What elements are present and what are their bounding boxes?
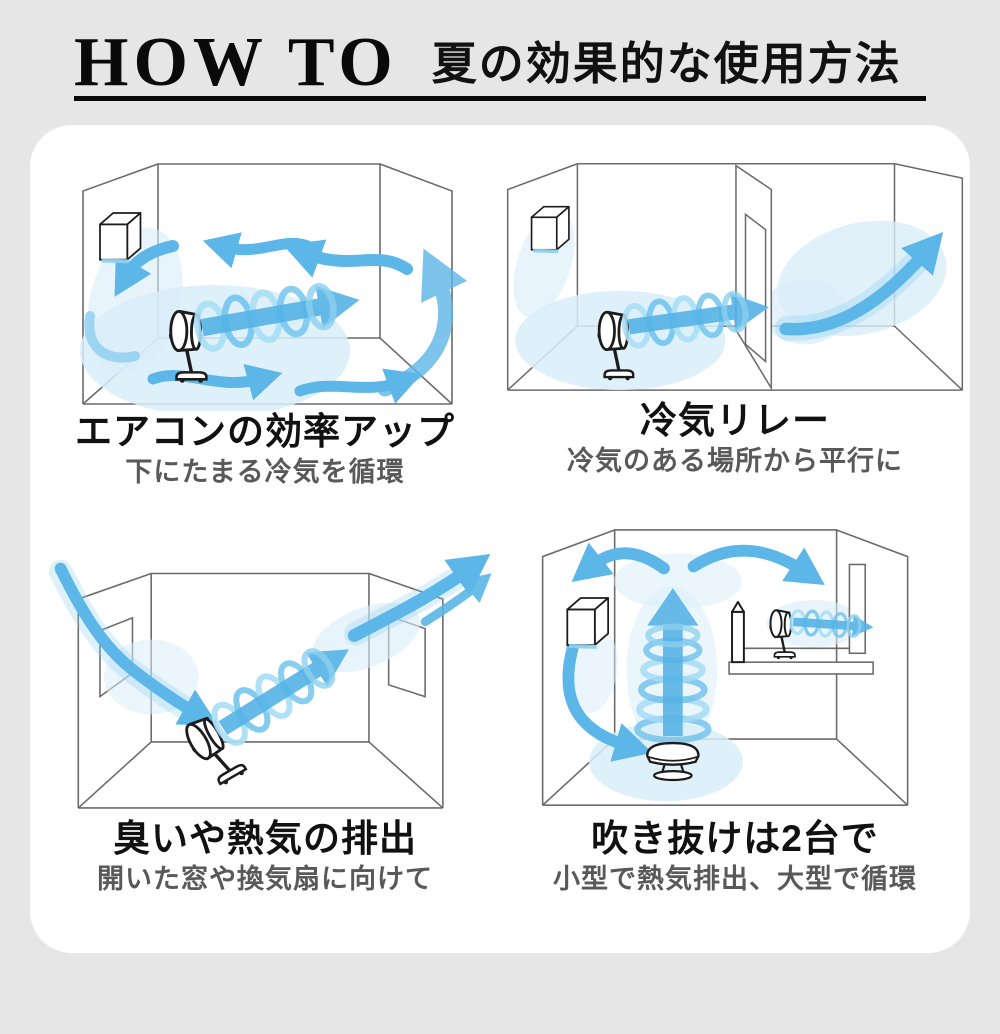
caption-title: 臭いや熱気の排出 <box>113 818 417 860</box>
caption-title: 吹き抜けは2台で <box>591 818 879 860</box>
content-panel: エアコンの効率アップ 下にたまる冷気を循環 <box>30 125 970 954</box>
caption-subtitle: 開いた窓や換気扇に向けて <box>97 864 433 895</box>
figure-exhaust: 臭いや熱気の排出 開いた窓や換気扇に向けて <box>30 519 500 953</box>
figure-cold-air-relay: 冷気リレー 冷気のある場所から平行に <box>500 125 970 519</box>
figure-atrium-two-fans: 吹き抜けは2台で 小型で熱気排出、大型で循環 <box>500 519 970 953</box>
page: { "page": { "background_color": "#e6e6e7… <box>0 24 1000 1034</box>
doorway <box>744 213 767 364</box>
caption-subtitle: 小型で熱気排出、大型で循環 <box>553 864 917 895</box>
page-title: 夏の効果的な使用方法 <box>431 38 902 90</box>
figure-aircon-efficiency: エアコンの効率アップ 下にたまる冷気を循環 <box>30 125 500 519</box>
loft-window <box>848 564 866 655</box>
howto-label: HOW TO <box>74 24 398 101</box>
caption-subtitle: 冷気のある場所から平行に <box>567 446 903 477</box>
ac-unit-icon <box>529 205 571 254</box>
ac-unit-icon <box>98 211 143 264</box>
caption-title: 冷気リレー <box>640 400 830 442</box>
partition-wall <box>735 164 773 392</box>
aircon-room-illustration <box>80 163 468 412</box>
header: HOW TO 夏の効果的な使用方法 <box>74 24 926 102</box>
airflow-blobs <box>572 554 862 802</box>
large-fan-icon <box>646 742 700 782</box>
ceiling-split-arrows <box>562 542 825 763</box>
caption-title: エアコンの効率アップ <box>75 411 455 453</box>
caption-subtitle: 下にたまる冷気を循環 <box>125 457 405 488</box>
ventilation-room-illustration <box>48 554 492 810</box>
intake-arrow <box>48 560 219 726</box>
relay-arrow <box>775 232 944 342</box>
exhaust-arrows <box>344 554 492 646</box>
relay-rooms-illustration <box>506 163 964 392</box>
ac-unit-icon <box>565 596 611 650</box>
updraft-column <box>634 588 712 744</box>
atrium-room-illustration <box>541 529 909 807</box>
